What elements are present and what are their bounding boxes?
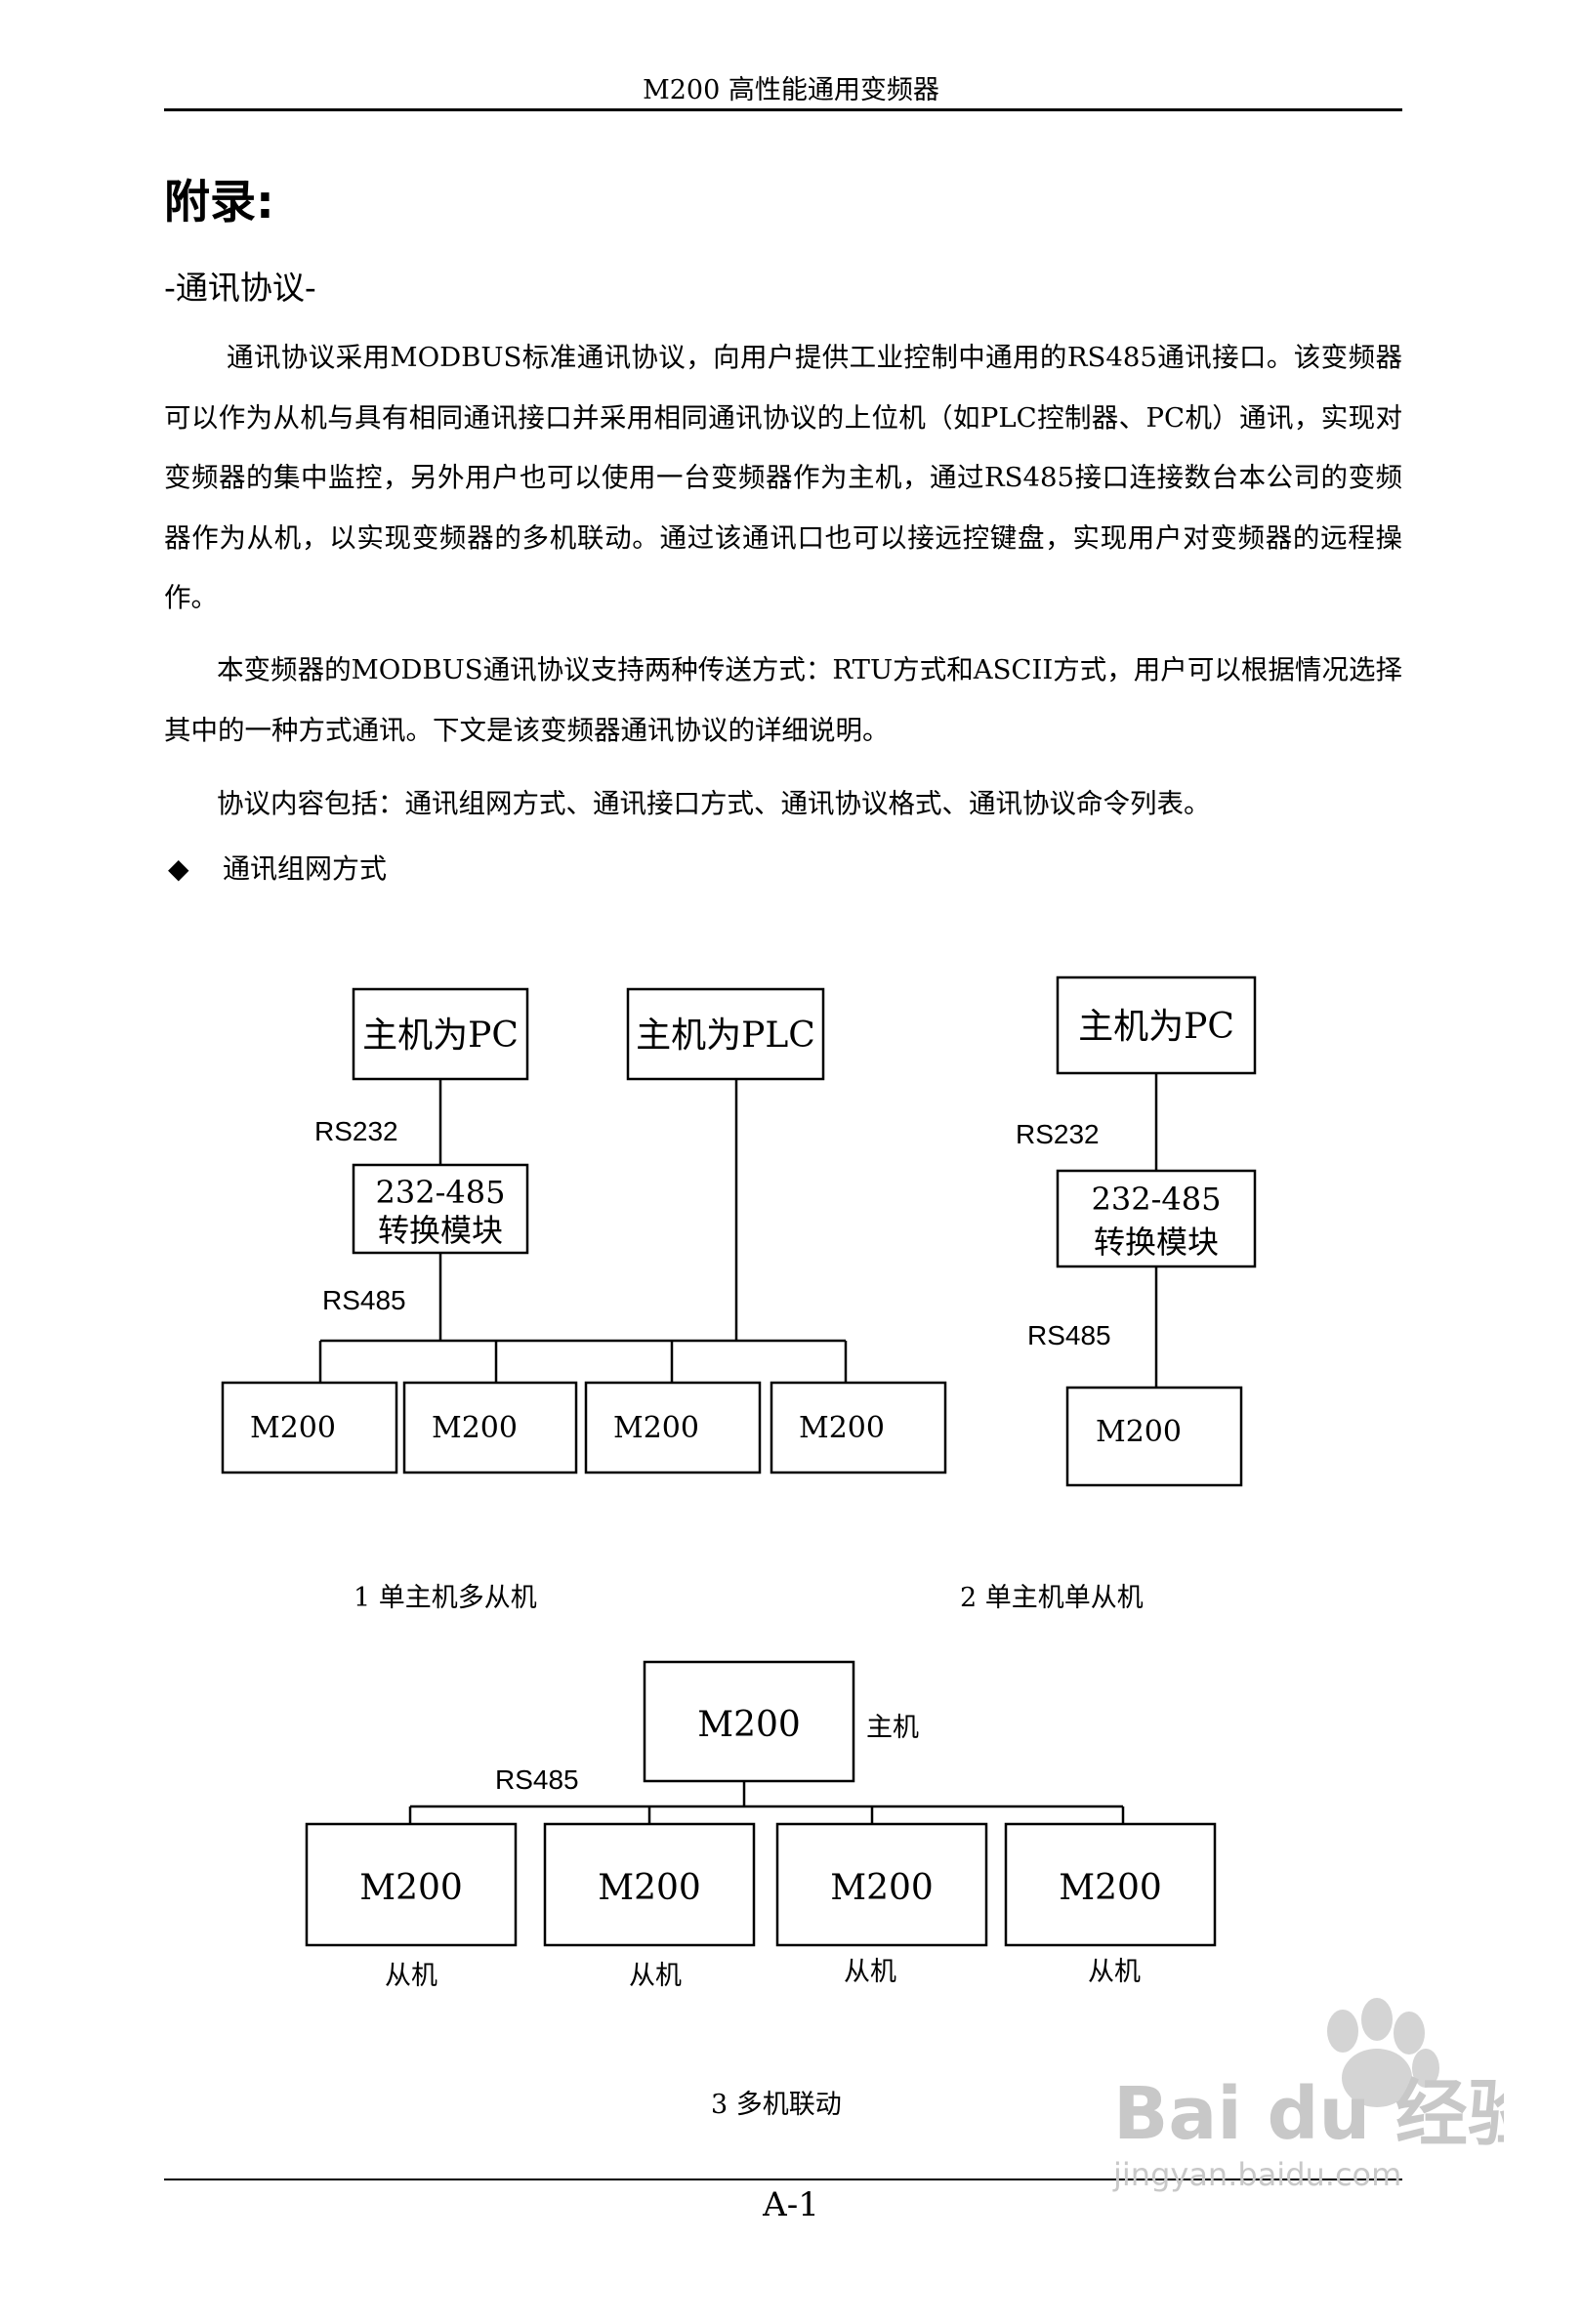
watermark-logo: Bai du 经验 bbox=[1113, 2072, 1504, 2156]
converter2-line1: 232-485 bbox=[1092, 1181, 1222, 1218]
slave-label-3: M200 bbox=[613, 1411, 699, 1445]
appendix-heading: 附录: bbox=[164, 176, 274, 229]
slave3-label-3: M200 bbox=[830, 1868, 934, 1908]
slave-box-1 bbox=[221, 1381, 398, 1474]
slave3-box-3 bbox=[775, 1822, 988, 1947]
slave-label-1: M200 bbox=[250, 1411, 336, 1445]
header-rule bbox=[164, 108, 1402, 111]
host-pc-label: 主机为PC bbox=[362, 1016, 519, 1056]
slave3-box-1 bbox=[305, 1822, 518, 1947]
slave3-label-2: M200 bbox=[598, 1868, 701, 1908]
master-box bbox=[643, 1660, 855, 1783]
slave3-role-2: 从机 bbox=[629, 1961, 682, 1991]
slave-label-2: M200 bbox=[432, 1411, 518, 1445]
host-pc-label-2: 主机为PC bbox=[1078, 1007, 1234, 1047]
caption-2: 2 单主机单从机 bbox=[960, 1583, 1144, 1613]
slave-box-4 bbox=[770, 1381, 947, 1474]
slave3-box-2 bbox=[543, 1822, 756, 1947]
bullet-network-modes: ◆ 通讯组网方式 bbox=[168, 848, 387, 887]
rs232-label: RS232 bbox=[314, 1116, 398, 1146]
slave-box-2 bbox=[402, 1381, 578, 1474]
host-plc-box bbox=[626, 987, 825, 1081]
page-number: A-1 bbox=[763, 2185, 819, 2224]
footer-rule bbox=[164, 2179, 1402, 2180]
running-header: M200 高性能通用变频器 bbox=[643, 75, 939, 105]
diagram-single-master-single-slave: 主机为PC RS232 232-485 转换模块 RS485 M200 2 单主… bbox=[960, 975, 1257, 1613]
host-pc-box-2 bbox=[1056, 975, 1257, 1075]
converter2-line2: 转换模块 bbox=[1094, 1224, 1219, 1261]
converter-box-2 bbox=[1056, 1169, 1257, 1268]
rs485-label-3: RS485 bbox=[495, 1764, 579, 1795]
slave-label-4: M200 bbox=[799, 1411, 885, 1445]
slave-label-single: M200 bbox=[1096, 1415, 1182, 1449]
diagram-single-master-multi-slave: 主机为PC 主机为PLC RS232 232-485 转换模块 RS485 M2… bbox=[221, 987, 947, 1613]
host-plc-label: 主机为PLC bbox=[636, 1016, 815, 1056]
master-role-label: 主机 bbox=[866, 1713, 919, 1743]
slave3-box-4 bbox=[1004, 1822, 1217, 1947]
caption-1: 1 单主机多从机 bbox=[354, 1583, 537, 1613]
paragraph-protocol-contents: 协议内容包括：通讯组网方式、通讯接口方式、通讯协议格式、通讯协议命令列表。 bbox=[217, 788, 1211, 819]
converter-line2: 转换模块 bbox=[378, 1212, 503, 1249]
master-label: M200 bbox=[697, 1705, 801, 1745]
caption-3: 3 多机联动 bbox=[711, 2090, 842, 2120]
rs232-label-2: RS232 bbox=[1016, 1119, 1100, 1149]
paragraph-transmission-modes: 本变频器的MODBUS通讯协议支持两种传送方式：RTU方式和ASCII方式，用户… bbox=[164, 654, 1402, 746]
diamond-bullet-icon: ◆ bbox=[168, 852, 189, 885]
converter-line1: 232-485 bbox=[376, 1174, 506, 1211]
slave3-role-4: 从机 bbox=[1088, 1957, 1141, 1987]
rs485-label-2: RS485 bbox=[1027, 1320, 1111, 1350]
diagram-multi-drive-linkage: M200 主机 RS485 M200 M200 M200 M200 从机 从机 … bbox=[305, 1660, 1217, 2120]
rs485-label: RS485 bbox=[322, 1285, 406, 1315]
paw-icon bbox=[1327, 1998, 1439, 2107]
bullet-text: 通讯组网方式 bbox=[223, 852, 388, 885]
slave-box-single bbox=[1065, 1386, 1243, 1487]
slave3-role-3: 从机 bbox=[844, 1957, 896, 1987]
converter-box bbox=[352, 1163, 529, 1255]
paragraph-intro: 通讯协议采用MODBUS标准通讯协议，向用户提供工业控制中通用的RS485通讯接… bbox=[164, 342, 1402, 613]
slave3-label-1: M200 bbox=[359, 1868, 463, 1908]
host-pc-box bbox=[352, 987, 529, 1081]
section-title: -通讯协议- bbox=[164, 269, 316, 307]
baidu-jingyan-watermark: Bai du 经验 jingyan.baidu.com bbox=[1112, 1998, 1504, 2193]
slave-box-3 bbox=[584, 1381, 762, 1474]
slave3-label-4: M200 bbox=[1059, 1868, 1162, 1908]
slave3-role-1: 从机 bbox=[385, 1961, 437, 1991]
